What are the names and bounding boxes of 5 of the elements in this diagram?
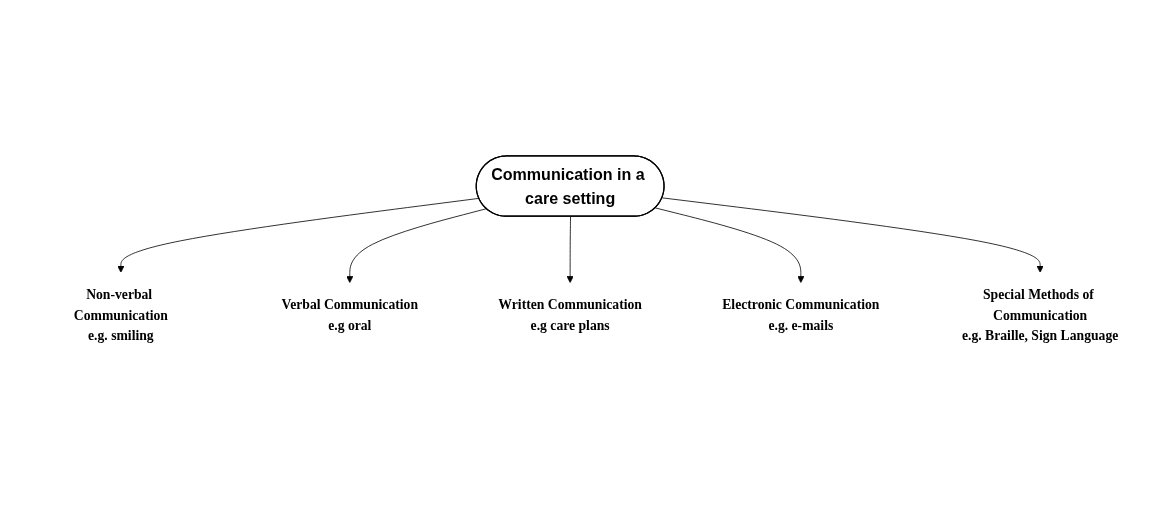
node-text: Special Methods of Communication e.g. Braille, Sign Language: [961, 286, 1119, 344]
node-text: Verbal Communication e.g oral: [281, 297, 419, 333]
node-text: Non-verbal Communication e.g. smiling: [73, 286, 168, 344]
node-text: Written Communication e.g care plans: [498, 297, 642, 333]
node-text: Electronic Communication e.g. e-mails: [722, 297, 880, 333]
